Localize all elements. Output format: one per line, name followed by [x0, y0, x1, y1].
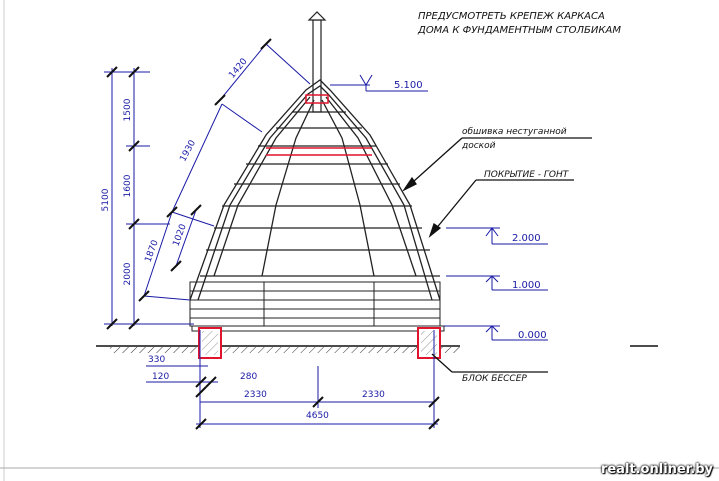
- dim-h-2000: 2000: [123, 262, 133, 285]
- vertical-dimension-lines: [104, 66, 194, 330]
- level-marker-2000: [446, 227, 548, 245]
- level-marker-1000: [446, 275, 548, 291]
- watermark: realt.onliner.by: [600, 462, 713, 477]
- dim-slope-1930: 1930: [178, 138, 198, 163]
- level-marker-5100: [330, 74, 428, 92]
- foundation-block-left: [198, 327, 222, 359]
- dim-h-1500: 1500: [123, 98, 133, 121]
- dim-offset-120: 120: [152, 372, 169, 382]
- note-cladding-line2: доской: [461, 141, 496, 151]
- level-marker-0000: [444, 325, 548, 341]
- note-roofing: ПОКРЫТИЕ - ГОНТ: [484, 170, 570, 180]
- dim-total-height: 5100: [101, 188, 111, 211]
- dim-slope-1020: 1020: [172, 223, 189, 248]
- leader-lines: [402, 137, 592, 373]
- dim-half-left: 2330: [244, 390, 267, 400]
- ground-line: [96, 345, 658, 353]
- red-ring-beams: [266, 94, 372, 156]
- dim-h-1600: 1600: [123, 174, 133, 197]
- horizontal-dimension-lines: [146, 330, 440, 430]
- dim-slope-1870: 1870: [144, 239, 161, 264]
- note-block: БЛОК БЕССЕР: [462, 374, 527, 384]
- dim-total-width: 4650: [306, 411, 329, 421]
- log-wall: [189, 281, 445, 332]
- level-label-5100: 5.100: [394, 80, 423, 91]
- dim-half-right: 2330: [362, 390, 385, 400]
- level-label-2000: 2.000: [512, 233, 541, 244]
- foundation-block-right: [417, 327, 441, 359]
- chimney: [307, 11, 327, 113]
- note-title-line2: ДОМА К ФУНДАМЕНТНЫМ СТОЛБИКАМ: [417, 25, 621, 36]
- dim-offset-330: 330: [148, 355, 165, 365]
- slope-dimension-lines: [138, 38, 311, 302]
- level-label-1000: 1.000: [512, 280, 541, 291]
- roof-cone: [189, 79, 441, 301]
- note-cladding-line1: обшивка нестуганной: [462, 127, 567, 137]
- level-label-0000: 0.000: [518, 330, 547, 341]
- note-title-line1: ПРЕДУСМОТРЕТЬ КРЕПЕЖ КАРКАСА: [418, 11, 605, 22]
- dim-offset-280: 280: [240, 372, 257, 382]
